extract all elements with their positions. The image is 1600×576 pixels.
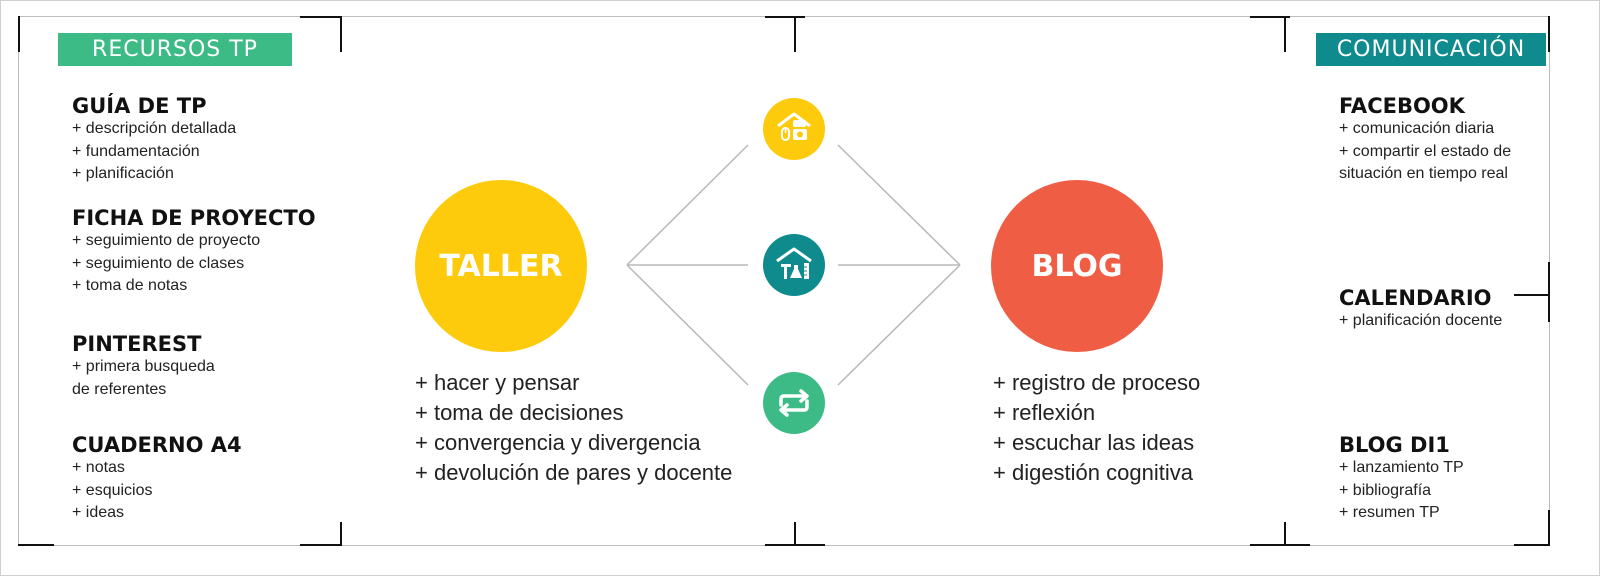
crop-mark (300, 16, 340, 18)
block-item: de referentes (72, 380, 167, 398)
blog-circle: BLOG (991, 180, 1163, 352)
crop-mark (1548, 262, 1550, 322)
crop-mark (1514, 544, 1550, 546)
block-blog-di1: BLOG DI1 + lanzamiento TP + bibliografía… (1339, 433, 1464, 525)
block-item: situación en tiempo real (1339, 165, 1508, 182)
connector-line (837, 264, 961, 386)
blog-item: + digestión cognitiva (993, 460, 1193, 485)
block-item: + planificación docente (1339, 312, 1503, 329)
crop-mark (1250, 16, 1290, 18)
workshop-tools-icon (763, 234, 825, 296)
block-title: GUÍA DE TP (72, 94, 207, 118)
connector-line (837, 144, 961, 266)
block-calendario: CALENDARIO + planificación docente (1339, 286, 1502, 333)
taller-label: TALLER (439, 248, 563, 284)
crop-mark (340, 522, 342, 546)
blog-label: BLOG (1031, 248, 1123, 284)
block-item: + resumen TP (1339, 504, 1440, 521)
taller-circle: TALLER (415, 180, 587, 352)
taller-item: + convergencia y divergencia (415, 430, 701, 455)
block-item: + esquicios (72, 481, 153, 499)
crop-mark (300, 544, 340, 546)
taller-item: + hacer y pensar (415, 370, 580, 395)
crop-mark (18, 544, 54, 546)
block-item: + notas (72, 459, 125, 476)
crop-mark (1514, 294, 1550, 296)
crop-mark (1548, 16, 1550, 52)
block-item: + primera busqueda (72, 358, 215, 375)
right-header: COMUNICACIÓN (1316, 33, 1546, 66)
connector-line (626, 144, 749, 266)
taller-item: + devolución de pares y docente (415, 460, 733, 485)
crop-mark (794, 16, 796, 52)
blog-item: + reflexión (993, 400, 1096, 425)
block-facebook: FACEBOOK + comunicación diaria + compart… (1339, 94, 1511, 186)
exchange-arrows-icon (763, 372, 825, 434)
block-item: + bibliografía (1339, 481, 1432, 499)
block-title: FICHA DE PROYECTO (72, 206, 316, 230)
crop-mark (765, 16, 805, 18)
block-ficha-proyecto: FICHA DE PROYECTO + seguimiento de proye… (72, 206, 316, 298)
crop-mark (794, 522, 796, 546)
blog-item: + registro de proceso (993, 370, 1201, 395)
crop-mark (1284, 522, 1286, 546)
crop-mark (1284, 16, 1286, 52)
home-office-icon (763, 98, 825, 160)
connector-line (626, 264, 749, 386)
taller-item: + toma de decisiones (415, 400, 624, 425)
crop-mark (18, 16, 20, 52)
block-cuaderno-a4: CUADERNO A4 + notas + esquicios + ideas (72, 433, 242, 525)
taller-list: + hacer y pensar + toma de decisiones + … (415, 368, 732, 488)
block-pinterest: PINTEREST + primera busqueda de referent… (72, 332, 215, 401)
block-item: + seguimiento de proyecto (72, 232, 261, 249)
block-item: + planificación (72, 165, 174, 182)
block-item: + compartir el estado de (1339, 142, 1512, 160)
block-item: + ideas (72, 504, 125, 521)
block-title: BLOG DI1 (1339, 433, 1450, 457)
block-item: + lanzamiento TP (1339, 459, 1464, 476)
block-title: CUADERNO A4 (72, 433, 242, 457)
block-item: + seguimiento de clases (72, 254, 245, 272)
block-guia-tp: GUÍA DE TP + descripción detallada + fun… (72, 94, 236, 186)
blog-item: + escuchar las ideas (993, 430, 1195, 455)
block-title: CALENDARIO (1339, 286, 1492, 310)
crop-mark (1250, 544, 1310, 546)
block-title: PINTEREST (72, 332, 202, 356)
blog-list: + registro de proceso + reflexión + escu… (993, 368, 1200, 488)
block-item: + fundamentación (72, 142, 200, 160)
block-item: + descripción detallada (72, 120, 237, 137)
left-header: RECURSOS TP (58, 33, 292, 66)
block-title: FACEBOOK (1339, 94, 1465, 118)
crop-mark (340, 16, 342, 52)
block-item: + comunicación diaria (1339, 120, 1495, 137)
block-item: + toma de notas (72, 277, 188, 294)
crop-mark (1548, 510, 1550, 546)
